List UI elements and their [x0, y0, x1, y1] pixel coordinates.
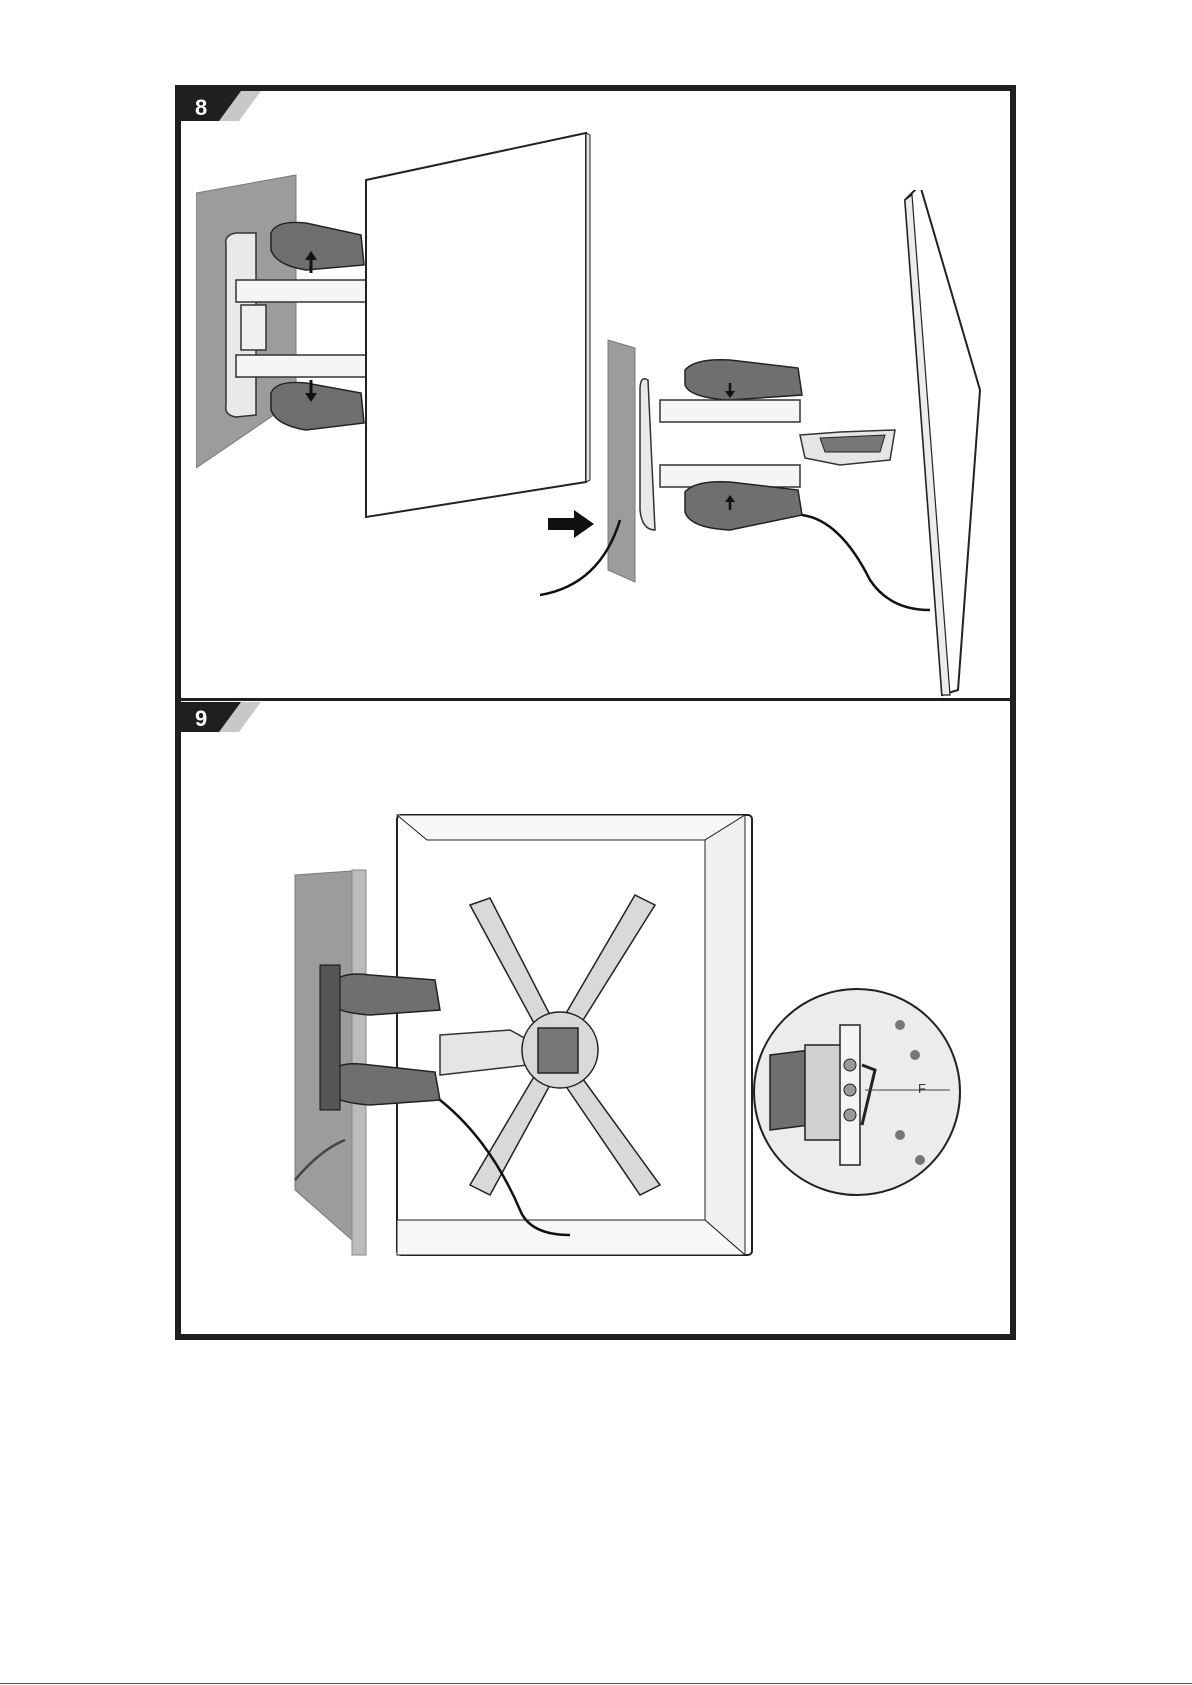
- tv-cable: [802, 515, 930, 610]
- step-8-number: 8: [195, 95, 207, 121]
- wall-plate: [320, 965, 340, 1110]
- upper-arm-cover: [271, 222, 364, 270]
- step-8-badge: 8: [181, 91, 271, 127]
- upper-arm-cover: [685, 360, 802, 400]
- step-9-badge: 9: [181, 702, 271, 738]
- page-edge-rule: [0, 1683, 1192, 1684]
- lower-arm-cover: [685, 482, 802, 530]
- step-8-bracket-swivel-illustration: [540, 190, 990, 700]
- step-9-number: 9: [195, 706, 207, 732]
- detail-callout-circle: F: [750, 985, 965, 1200]
- step-8-bracket-front-illustration: [196, 125, 596, 525]
- lower-arm-cover: [271, 382, 364, 430]
- wall-section: [608, 340, 635, 582]
- detail-label: F: [918, 1081, 926, 1096]
- step-9-mounting-plate-illustration: [290, 810, 755, 1260]
- upper-arm-cover: [330, 974, 440, 1015]
